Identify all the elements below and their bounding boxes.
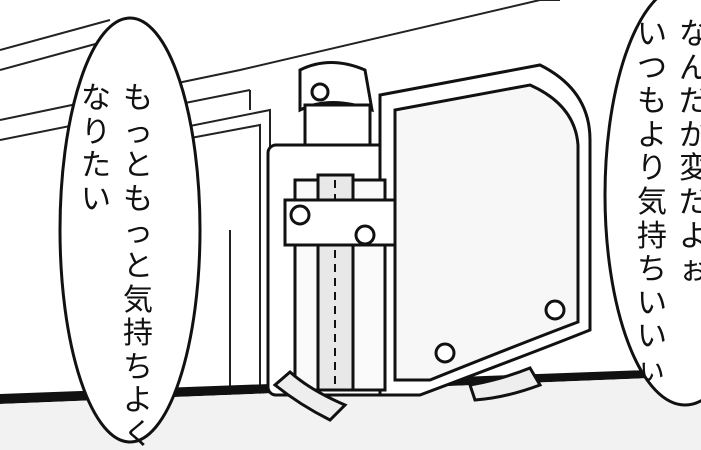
glyph: ぃ	[637, 352, 667, 388]
right-speech-bubble	[603, 0, 701, 407]
glyph: と	[123, 248, 153, 284]
glyph: と	[123, 148, 153, 184]
glyph: い	[637, 17, 667, 52]
left-bubble-text: もっともっと気持ちよく なりたい	[80, 82, 154, 450]
right-bubble-line-1: なんだか変だよぉ	[678, 18, 701, 388]
glyph: だ	[679, 84, 701, 120]
left-bubble-line-2: なりたい	[80, 82, 112, 450]
glyph: な	[81, 81, 111, 116]
glyph: ち	[637, 252, 667, 288]
glyph: か	[679, 117, 701, 153]
glyph: 気	[123, 282, 153, 318]
glyph: 持	[637, 218, 667, 254]
glyph: い	[637, 285, 667, 321]
glyph: ち	[123, 349, 153, 385]
randoseru-backpack-icon	[266, 61, 592, 422]
glyph: 持	[123, 316, 153, 352]
glyph: く	[123, 416, 153, 450]
right-bubble-text: なんだか変だよぉ いつもより気持ちいいぃ	[636, 18, 701, 388]
glyph: だ	[679, 184, 701, 220]
glyph: ぉ	[679, 252, 701, 288]
glyph: も	[123, 181, 153, 217]
glyph: り	[81, 114, 111, 150]
glyph: よ	[679, 218, 701, 254]
glyph: り	[637, 151, 667, 187]
glyph: つ	[637, 50, 667, 86]
glyph: も	[637, 84, 667, 120]
glyph: も	[123, 81, 153, 116]
glyph: た	[81, 148, 111, 184]
glyph: い	[81, 181, 111, 217]
glyph: よ	[123, 383, 153, 419]
right-bubble-line-2: いつもより気持ちいいぃ	[636, 18, 668, 388]
glyph: 気	[637, 184, 667, 220]
left-bubble-line-1: もっともっと気持ちよく	[122, 82, 154, 450]
glyph: っ	[123, 114, 153, 150]
glyph: っ	[123, 215, 153, 251]
glyph: な	[679, 17, 701, 52]
glyph: 変	[679, 151, 701, 187]
glyph: ん	[679, 50, 701, 86]
glyph: よ	[637, 117, 667, 153]
glyph: い	[637, 319, 667, 355]
left-speech-bubble	[58, 16, 202, 444]
